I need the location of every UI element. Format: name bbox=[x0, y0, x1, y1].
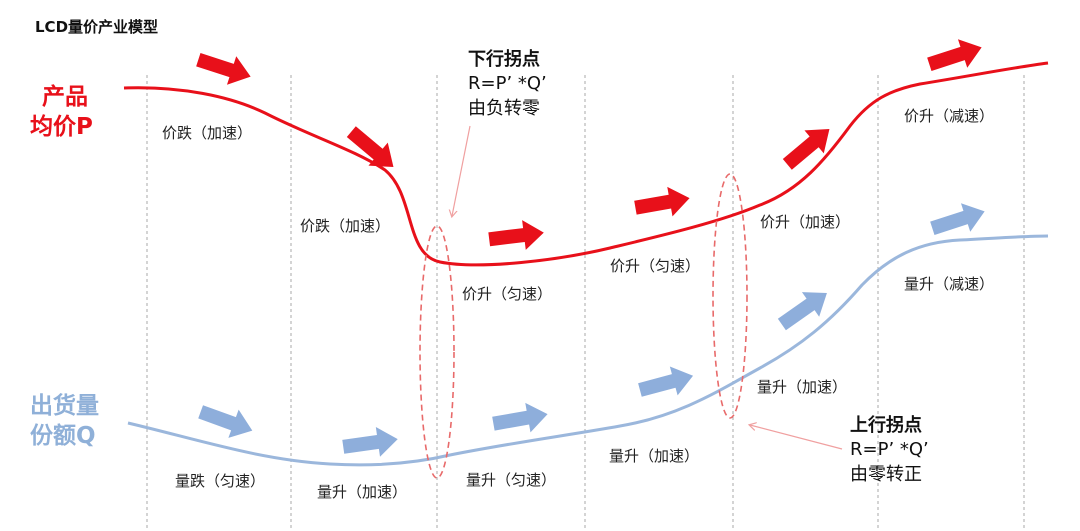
volume-arrow-icon bbox=[777, 292, 827, 331]
price-arrow-icon bbox=[196, 52, 251, 85]
volume-phase-label: 量跌（匀速） bbox=[175, 472, 265, 490]
volume-curve bbox=[127, 234, 1049, 467]
price-phase-label: 价升（匀速） bbox=[462, 285, 552, 303]
price-series-label-line1: 产品 bbox=[42, 83, 88, 110]
downturn-inflection-ellipse bbox=[419, 225, 455, 479]
phase-dividers bbox=[146, 75, 1025, 531]
price-arrow-icon bbox=[782, 129, 830, 170]
upturn-point-title: 上行拐点 bbox=[850, 414, 922, 436]
price-phase-label: 价升（加速） bbox=[760, 213, 850, 231]
volume-arrow-icon bbox=[492, 402, 548, 433]
downturn-pointer-arrow bbox=[452, 125, 471, 216]
volume-phase-label: 量升（匀速） bbox=[466, 471, 556, 489]
volume-arrow-icon bbox=[342, 427, 398, 457]
volume-arrow-icon bbox=[638, 366, 694, 397]
volume-arrow-icon bbox=[198, 405, 253, 438]
downturn-point-desc: 由负转零 bbox=[468, 98, 540, 119]
price-arrow-icon bbox=[927, 39, 982, 72]
volume-arrow-icon bbox=[930, 203, 985, 236]
price-phase-label: 价升（减速） bbox=[904, 107, 994, 125]
downturn-point-formula: R=P’ *Q’ bbox=[468, 73, 547, 94]
price-arrow-icon bbox=[634, 186, 690, 217]
price-direction-arrows bbox=[196, 39, 982, 250]
upturn-inflection-ellipse bbox=[712, 173, 748, 419]
volume-phase-label: 量升（加速） bbox=[609, 447, 699, 465]
volume-phase-label: 量升（加速） bbox=[317, 483, 407, 501]
price-phase-label: 价跌（加速） bbox=[162, 124, 252, 142]
price-series-label-line2: 均价P bbox=[30, 113, 93, 140]
volume-series-label-line2: 份额Q bbox=[30, 423, 96, 449]
volume-phase-label: 量升（减速） bbox=[904, 275, 994, 293]
price-phase-label: 价升（匀速） bbox=[610, 257, 700, 275]
volume-direction-arrows bbox=[198, 203, 985, 457]
downturn-point-title: 下行拐点 bbox=[468, 48, 540, 70]
price-arrow-icon bbox=[488, 220, 544, 250]
price-phase-label: 价跌（加速） bbox=[300, 217, 390, 235]
price-arrow-icon bbox=[346, 126, 394, 167]
volume-phase-label: 量升（加速） bbox=[757, 378, 847, 396]
upturn-point-formula: R=P’ *Q’ bbox=[850, 439, 929, 460]
price-curve bbox=[123, 61, 1049, 267]
upturn-pointer-arrow bbox=[750, 425, 843, 450]
volume-series-label-line1: 出货量 bbox=[30, 392, 99, 419]
diagram-title: LCD量价产业模型 bbox=[35, 18, 158, 36]
upturn-point-desc: 由零转正 bbox=[850, 464, 922, 485]
